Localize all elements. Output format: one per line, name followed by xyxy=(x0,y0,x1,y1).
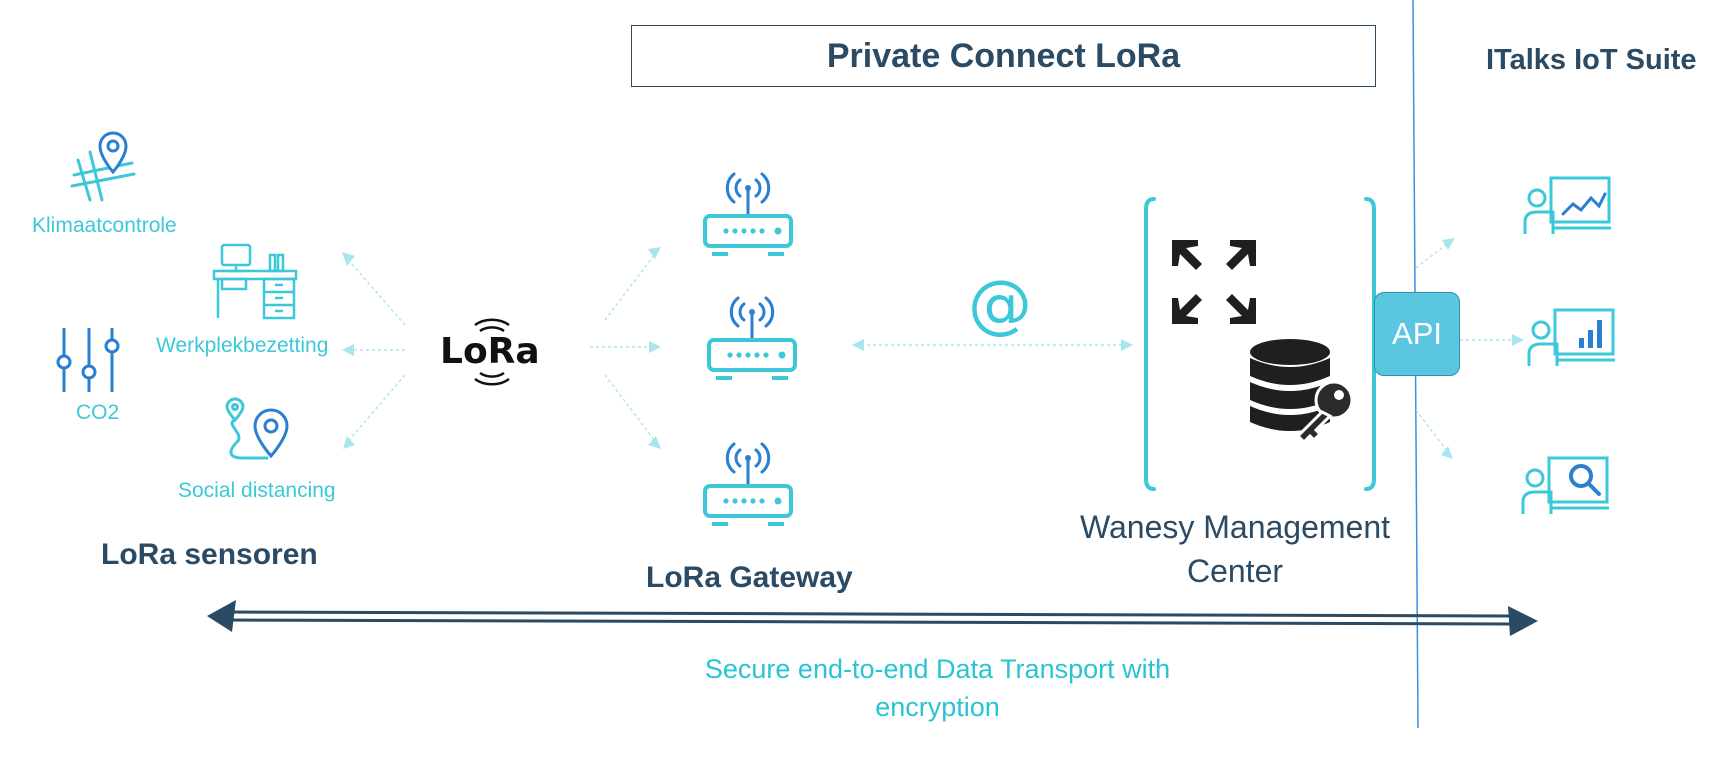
sliders-icon xyxy=(56,328,120,392)
page-title: Private Connect LoRa xyxy=(826,36,1181,75)
presenter-search-icon xyxy=(1521,456,1609,514)
map-pin-grid-icon xyxy=(70,131,136,202)
api-box: API xyxy=(1374,292,1460,376)
page-title-box: Private Connect LoRa xyxy=(631,25,1376,87)
api-label: API xyxy=(1392,316,1442,351)
router-icon xyxy=(707,296,797,380)
sensor-label-klimaatcontrole: Klimaatcontrole xyxy=(32,214,177,237)
router-icon xyxy=(703,172,793,256)
presenter-bar-chart-icon xyxy=(1527,308,1615,366)
gateway-title: LoRa Gateway xyxy=(646,561,853,594)
lora-logo-text: LoRa xyxy=(440,331,540,372)
sensor-label-social-distancing: Social distancing xyxy=(178,479,336,502)
sensor-label-co2: CO2 xyxy=(76,401,120,424)
transport-label: Secure end-to-end Data Transport with en… xyxy=(704,654,1171,722)
lora-logo: LoRa xyxy=(440,318,540,386)
router-icon xyxy=(703,442,793,526)
management-title: Wanesy Management Center xyxy=(1079,509,1391,589)
sensor-label-werkplekbezetting: Werkplekbezetting xyxy=(156,334,329,357)
desk-icon xyxy=(212,243,298,320)
database-key-icon xyxy=(1250,339,1354,445)
route-pin-icon xyxy=(225,397,289,460)
suite-title: ITalks IoT Suite xyxy=(1486,44,1697,76)
expand-arrows-icon xyxy=(1172,240,1256,324)
at-symbol: @ xyxy=(968,268,1032,342)
presenter-chart-line-icon xyxy=(1523,176,1611,234)
sensors-title: LoRa sensoren xyxy=(101,538,318,571)
